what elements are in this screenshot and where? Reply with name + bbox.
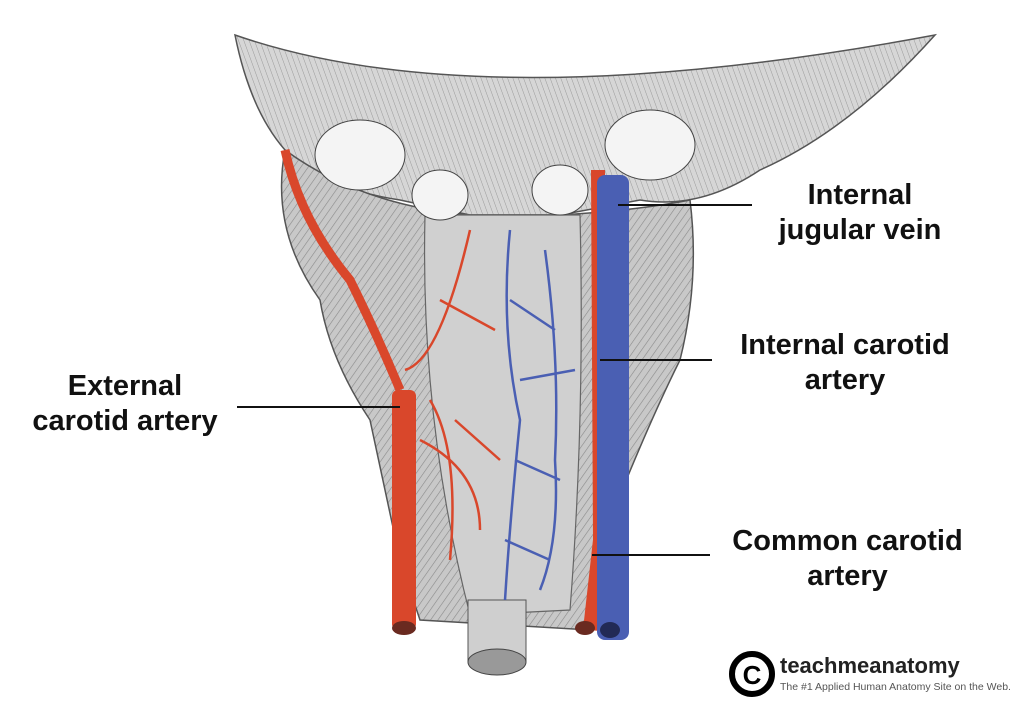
vein-lumen — [600, 622, 620, 638]
label-line: Internal — [807, 179, 913, 211]
copyright-icon: C — [729, 651, 775, 697]
label-line: carotid artery — [32, 405, 218, 437]
bone — [411, 169, 469, 221]
leader-lines — [237, 204, 752, 556]
label-line: artery — [807, 560, 888, 592]
bone — [314, 119, 406, 191]
trachea-opening — [467, 648, 527, 676]
bone — [604, 109, 696, 181]
svg-text:C: C — [743, 660, 762, 690]
artery-lumen — [575, 621, 595, 635]
bone — [531, 164, 589, 216]
label-line: Internal carotid — [740, 329, 950, 361]
logo-tagline: The #1 Applied Human Anatomy Site on the… — [780, 681, 1011, 693]
label-internal-jugular-vein: Internal jugular vein — [760, 178, 960, 248]
left-common-carotid-artery — [392, 390, 416, 630]
label-line: External — [67, 370, 183, 402]
logo-name: teachmeanatomy — [780, 653, 960, 678]
label-line: artery — [804, 364, 886, 396]
label-internal-carotid-artery: Internal carotid artery — [720, 328, 970, 398]
artery-lumen — [392, 621, 416, 635]
label-line: Common carotid — [732, 525, 963, 557]
label-common-carotid-artery: Common carotid artery — [715, 524, 980, 594]
internal-jugular-vein — [597, 175, 629, 640]
pharyngeal-venous-plexus — [503, 229, 576, 601]
external-carotid-artery — [280, 149, 501, 561]
label-external-carotid-artery: External carotid artery — [15, 369, 235, 439]
label-line: jugular vein — [778, 214, 942, 246]
